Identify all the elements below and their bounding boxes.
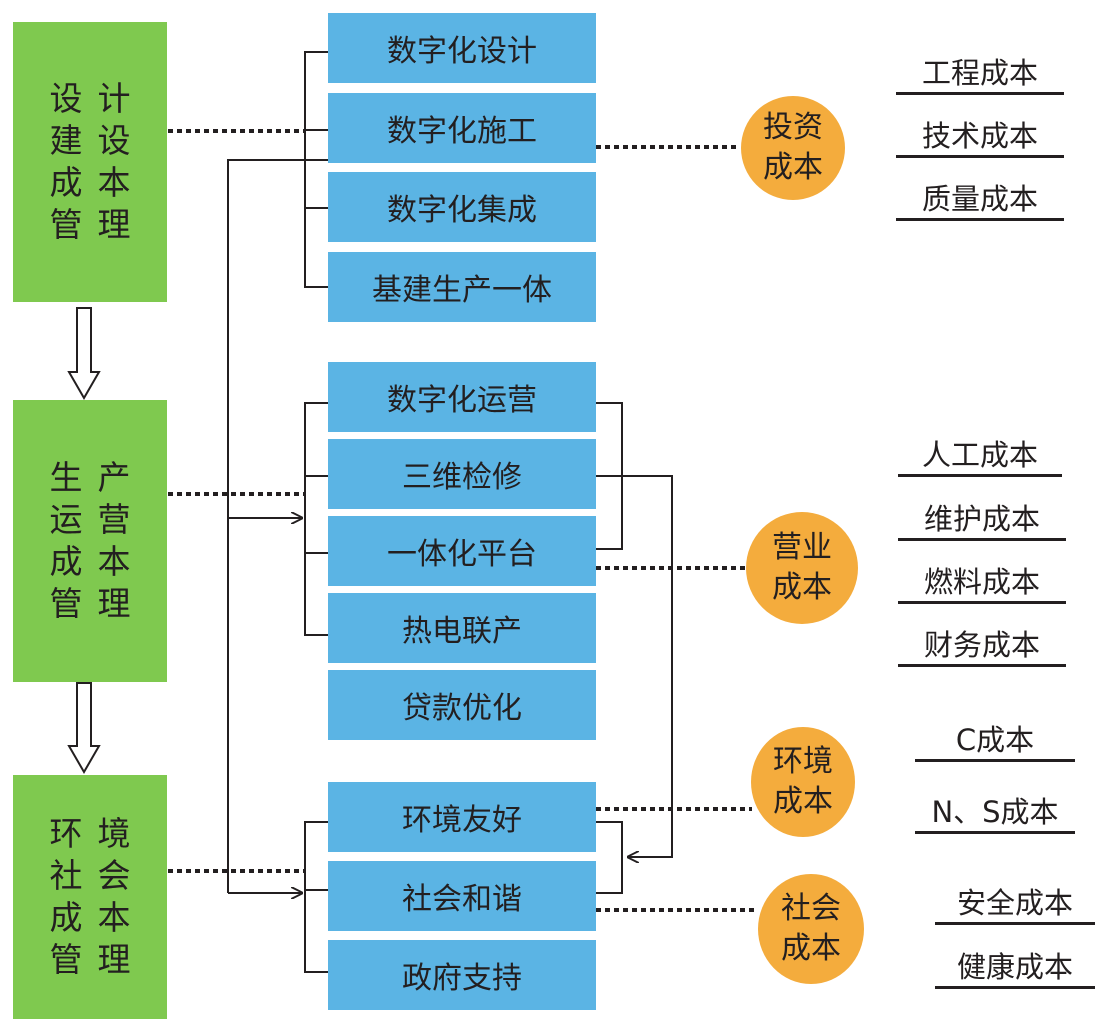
management-char: 本 [97, 542, 131, 581]
ns-cost-item: N、S成本 [915, 795, 1075, 834]
government-support-box: 政府支持 [328, 940, 596, 1010]
management-char: 产 [97, 458, 131, 497]
circle-label-line2: 成本 [772, 570, 832, 605]
health-cost-item: 健康成本 [935, 950, 1095, 989]
management-char: 成 [49, 898, 83, 937]
management-char: 成 [49, 542, 83, 581]
production-operation-cost-box: 生产运营成本管理 [13, 400, 167, 682]
cogeneration-box: 热电联产 [328, 593, 596, 663]
management-char: 本 [97, 163, 131, 202]
social-harmony-box: 社会和谐 [328, 861, 596, 931]
engineering-cost-item: 工程成本 [896, 56, 1064, 95]
management-char: 运 [49, 500, 83, 539]
technology-cost-item: 技术成本 [896, 119, 1064, 158]
management-char: 理 [97, 584, 131, 623]
management-char: 理 [97, 940, 131, 979]
circle-label-line1: 环境 [773, 744, 833, 779]
loan-optimization-box: 贷款优化 [328, 670, 596, 740]
digital-construction-box: 数字化施工 [328, 93, 596, 163]
management-char: 管 [49, 584, 83, 623]
digital-integration-box: 数字化集成 [328, 172, 596, 242]
circle-label-line1: 投资 [763, 110, 823, 145]
management-char: 会 [97, 856, 131, 895]
maintenance-cost-item: 维护成本 [898, 502, 1066, 541]
management-char: 理 [97, 205, 131, 244]
design-construction-cost-box: 设计建设成本管理 [13, 22, 167, 302]
management-char: 设 [97, 121, 131, 160]
management-char: 本 [97, 898, 131, 937]
environment-friendly-box: 环境友好 [328, 782, 596, 852]
circle-label-line2: 成本 [773, 784, 833, 819]
environment-society-cost-box: 环境社会成本管理 [13, 775, 167, 1019]
management-char: 管 [49, 940, 83, 979]
management-char: 管 [49, 205, 83, 244]
circle-label-line2: 成本 [781, 931, 841, 966]
labor-cost-item: 人工成本 [898, 438, 1062, 477]
digital-operation-box: 数字化运营 [328, 362, 596, 432]
construction-production-integration-box: 基建生产一体 [328, 252, 596, 322]
circle-label-line1: 营业 [772, 530, 832, 565]
quality-cost-item: 质量成本 [896, 182, 1064, 221]
environment-cost-circle: 环境 成本 [751, 727, 855, 837]
operating-cost-circle: 营业 成本 [746, 512, 858, 624]
investment-cost-circle: 投资 成本 [741, 96, 845, 200]
management-char: 建 [49, 121, 83, 160]
safety-cost-item: 安全成本 [935, 886, 1095, 925]
integrated-platform-box: 一体化平台 [328, 516, 596, 586]
management-char: 境 [97, 814, 131, 853]
fuel-cost-item: 燃料成本 [898, 565, 1066, 604]
digital-design-box: 数字化设计 [328, 13, 596, 83]
3d-maintenance-box: 三维检修 [328, 439, 596, 509]
c-cost-item: C成本 [915, 723, 1075, 762]
circle-label-line1: 社会 [781, 891, 841, 926]
management-char: 生 [49, 458, 83, 497]
circle-label-line2: 成本 [763, 150, 823, 185]
management-char: 社 [49, 856, 83, 895]
finance-cost-item: 财务成本 [898, 628, 1066, 667]
social-cost-circle: 社会 成本 [758, 874, 864, 984]
management-char: 成 [49, 163, 83, 202]
management-char: 设 [49, 79, 83, 118]
management-char: 营 [97, 500, 131, 539]
management-char: 环 [49, 814, 83, 853]
management-char: 计 [97, 79, 131, 118]
